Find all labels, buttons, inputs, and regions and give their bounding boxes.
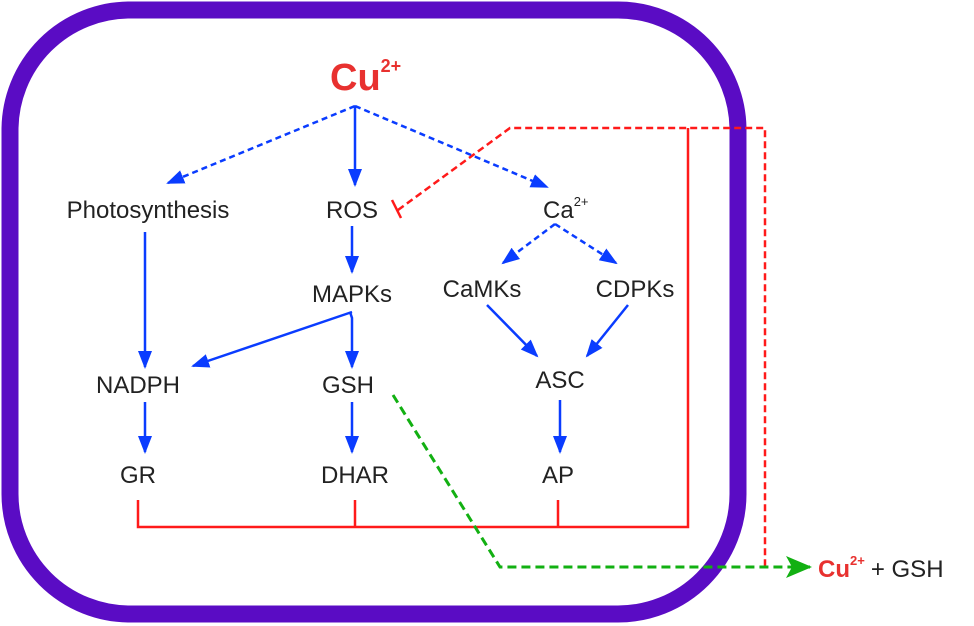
arrow-mapks-nadph (191, 310, 353, 368)
node-mapks: MAPKs (312, 281, 392, 308)
arrow-calcium-cdpks (554, 222, 618, 265)
node-copper: Cu2+ (330, 56, 401, 99)
cell-membrane (1, 1, 747, 623)
arrow-cu-photosynthesis (166, 104, 356, 185)
export-arrow (391, 394, 812, 578)
node-gr: GR (120, 462, 156, 489)
node-calcium: Ca2+ (543, 194, 589, 224)
node-photosynthesis: Photosynthesis (67, 197, 230, 224)
node-camks: CaMKs (443, 276, 522, 303)
inhibition-line-dashed (397, 126, 767, 567)
inhibition-bar-ros (390, 199, 403, 219)
node-cdpks: CDPKs (596, 276, 675, 303)
node-asc: ASC (535, 367, 584, 394)
arrow-camks-asc (486, 304, 539, 358)
node-dhar: DHAR (321, 462, 389, 489)
node-ros: ROS (326, 197, 378, 224)
arrow-calcium-camks (501, 223, 556, 265)
node-gsh: GSH (322, 372, 374, 399)
arrow-cu-calcium (354, 104, 549, 189)
arrow-mapks-gsh (345, 311, 359, 369)
arrow-cdpks-asc (585, 304, 629, 358)
output-complex: Cu2++ GSH (818, 553, 944, 583)
node-nadph: NADPH (96, 372, 180, 399)
inhibition-line-solid (136, 128, 690, 529)
node-ap: AP (542, 462, 574, 489)
